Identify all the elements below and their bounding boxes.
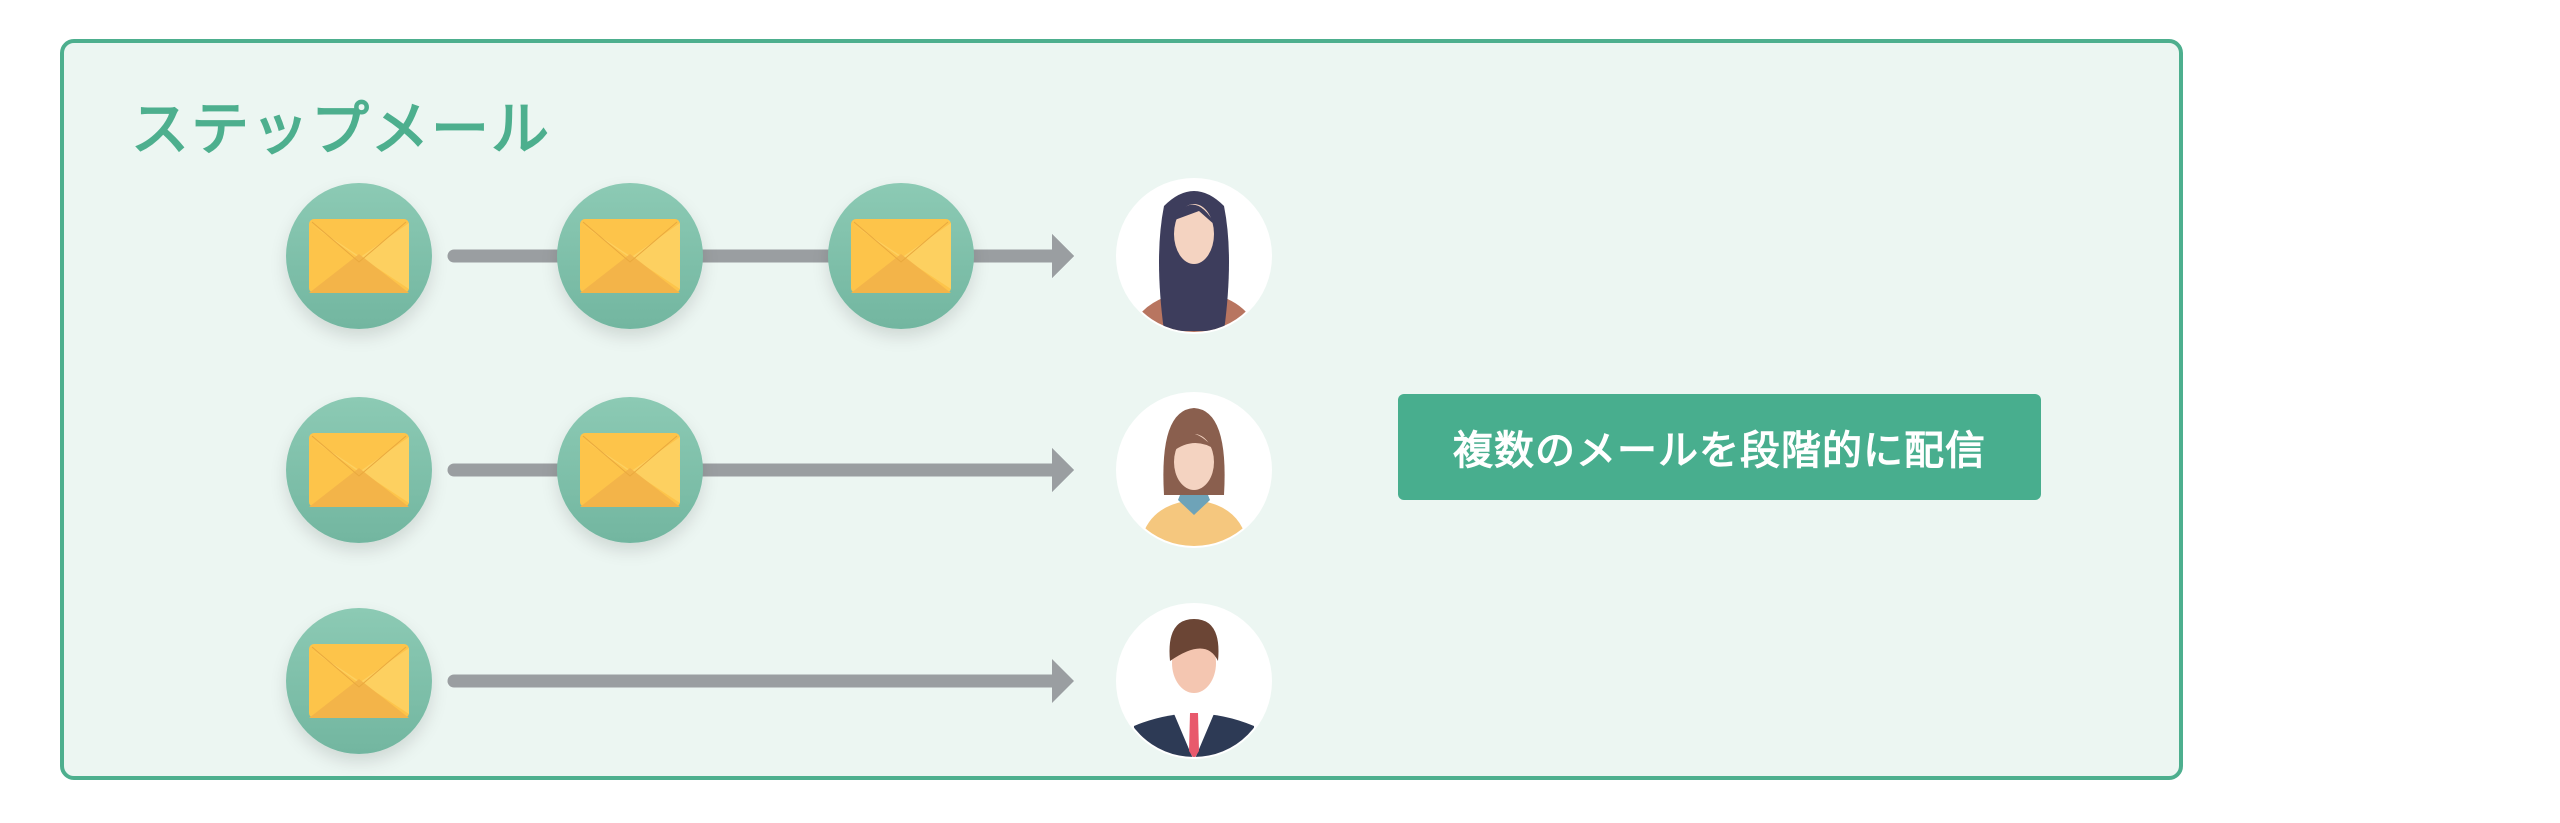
email-icon [557, 183, 703, 329]
arrow-icon [718, 448, 1074, 492]
email-icon [286, 608, 432, 754]
recipient-avatar-woman-brown-hair [1116, 392, 1272, 548]
email-icon [557, 397, 703, 543]
recipient-avatar-man-suit [1116, 603, 1272, 759]
arrow-icon [447, 659, 1074, 703]
recipient-avatar-woman-long-hair [1116, 178, 1272, 334]
description-label: 複数のメールを段階的に配信 [1398, 394, 2041, 500]
email-icon [286, 183, 432, 329]
arrow-icon [989, 234, 1074, 278]
email-icon [828, 183, 974, 329]
panel-title: ステップメール [131, 95, 552, 163]
email-icon [286, 397, 432, 543]
